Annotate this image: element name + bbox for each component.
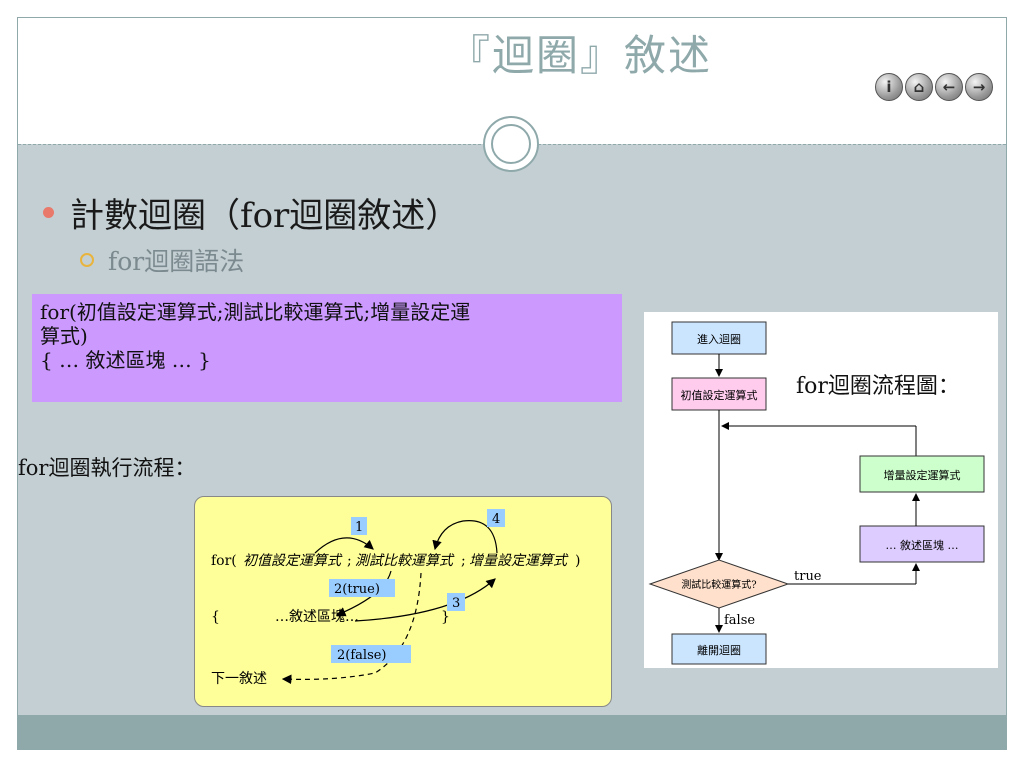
slide-title: 『迴圈』敘述 <box>448 31 713 80</box>
exec-next-statement: 下一敘述 <box>211 670 267 687</box>
exec-step-4-bg <box>487 509 505 527</box>
exec-semi-2: ; <box>461 553 466 569</box>
exec-arrow-2-false <box>281 572 422 685</box>
syntax-line-3: { … 敘述區塊 … } <box>40 348 211 372</box>
exec-step-1-bg <box>351 517 367 535</box>
exec-block-close: } <box>441 609 450 625</box>
fc-exit-box <box>671 633 767 665</box>
exec-flow-diagram: for( 初值設定運算式 ; 測試比較運算式 ; 增量設定運算式 ) { …敘述… <box>194 496 612 707</box>
arrow-left-icon[interactable]: ← <box>935 73 963 101</box>
bullet-dot-icon <box>43 207 54 218</box>
info-icon[interactable]: i <box>875 73 903 101</box>
exec-step-1: 1 <box>355 520 363 535</box>
exec-arrow-1 <box>314 537 374 554</box>
fc-false-label: false <box>724 613 755 628</box>
exec-step-2-true-bg <box>329 579 395 597</box>
fc-true-label: true <box>794 569 822 584</box>
exec-close-paren: ) <box>575 553 580 569</box>
fc-block-box <box>859 525 985 563</box>
fc-enter-box <box>671 321 767 355</box>
exec-for-keyword: for( <box>211 553 237 569</box>
exec-step-2-false-bg <box>331 645 411 663</box>
bullet-main-text: 計數迴圈（for迴圈敘述） <box>70 196 460 236</box>
syntax-box: for(初值設定運算式;測試比較運算式;增量設定運 算式) { … 敘述區塊 …… <box>32 294 622 402</box>
slide: 『迴圈』敘述 i ⌂ ← → 計數迴圈（for迴圈敘述） for迴圈語法 for… <box>17 17 1007 750</box>
exec-step-4: 4 <box>492 512 500 527</box>
syntax-line-2: 算式) <box>40 324 88 348</box>
exec-flow-svg: for( 初值設定運算式 ; 測試比較運算式 ; 增量設定運算式 ) { …敘述… <box>211 509 580 687</box>
exec-inc-text: 增量設定運算式 <box>469 553 569 569</box>
home-icon[interactable]: ⌂ <box>905 73 933 101</box>
fc-enter-text: 進入迴圈 <box>697 332 741 346</box>
exec-arrow-4 <box>432 520 498 554</box>
flowchart-svg: 進入迴圈 初值設定運算式 增量設定運算式 … 敘述區塊 … 測試比較運算式? t… <box>648 321 985 665</box>
exec-block-open: { <box>211 609 220 625</box>
syntax-line-1: for(初值設定運算式;測試比較運算式;增量設定運 <box>40 300 471 324</box>
bullet-ring-icon <box>80 253 94 267</box>
bullet-sub-text: for迴圈語法 <box>108 247 245 276</box>
exec-flow-label: for迴圈執行流程： <box>18 456 196 480</box>
arrow-right-icon[interactable]: → <box>965 73 993 101</box>
flowchart-panel: 進入迴圈 初值設定運算式 增量設定運算式 … 敘述區塊 … 測試比較運算式? t… <box>644 312 998 668</box>
fc-block-text: … 敘述區塊 … <box>886 538 959 552</box>
nav-bar: i ⌂ ← → <box>875 73 993 103</box>
exec-step-3-bg <box>447 593 465 611</box>
bullet-sub: for迴圈語法 <box>80 242 244 278</box>
exec-step-3: 3 <box>452 596 460 611</box>
fc-increment-box <box>859 455 985 493</box>
fc-init-box <box>671 377 767 411</box>
exec-semi-1: ; <box>347 553 352 569</box>
footer-band <box>18 715 1006 749</box>
fc-exit-text: 離開迴圈 <box>697 643 741 657</box>
bullet-main: 計數迴圈（for迴圈敘述） <box>43 188 459 237</box>
exec-test-text: 測試比較運算式 <box>355 553 455 569</box>
exec-step-2-true: 2(true) <box>334 582 380 597</box>
header-circle-ornament <box>483 116 539 172</box>
fc-test-text: 測試比較運算式? <box>681 578 756 591</box>
fc-increment-text: 增量設定運算式 <box>884 468 961 482</box>
flowchart-title: for迴圈流程圖： <box>796 374 960 399</box>
exec-arrow-3 <box>354 578 496 622</box>
exec-step-2-false: 2(false) <box>337 648 387 663</box>
exec-init-text: 初值設定運算式 <box>243 553 343 569</box>
fc-init-text: 初值設定運算式 <box>681 388 758 402</box>
